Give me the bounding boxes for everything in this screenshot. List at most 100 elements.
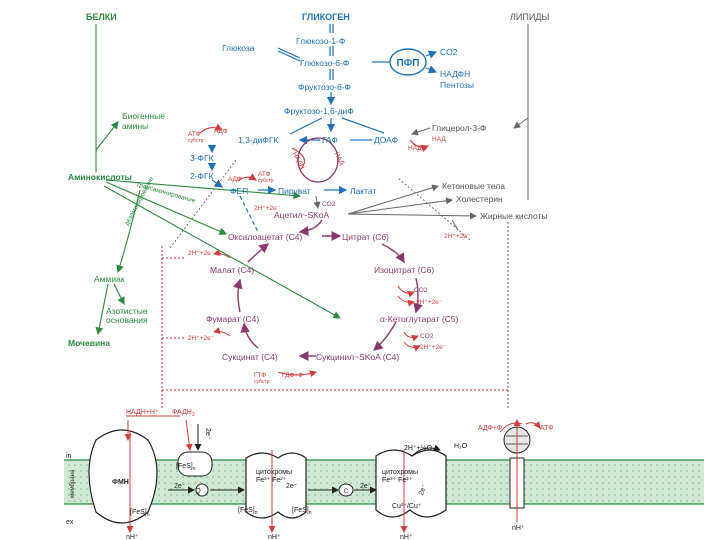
akg-label: α-Кетоглутарат (C5) xyxy=(380,314,459,324)
nad-cycle-ellipse xyxy=(297,137,339,183)
tca-labels: Ацетил~SKoA Оксалоацетат (C4) Цитрат (C6… xyxy=(206,210,459,362)
substr-label-1: субстр xyxy=(188,138,204,144)
glycerol3p-label: Глицерол-3-Ф xyxy=(432,123,486,133)
glycolysis-labels: Глюкозо-1-Ф Глюкоза Глюкозо-6-Ф Фруктозо… xyxy=(190,36,398,196)
atp-synthesis-label: АТФ xyxy=(540,425,554,432)
electron-flow xyxy=(124,415,541,533)
protein-connections xyxy=(95,24,341,336)
ppp-pentoses-label: Пентозы xyxy=(440,80,474,90)
nad-loop-label: НАД xyxy=(333,151,346,167)
cholesterol-label: Холестерин xyxy=(456,194,503,204)
h-out-label-1: nH⁺ xyxy=(126,534,139,540)
atp-label-1: АТФ xyxy=(188,131,201,138)
q-label: Q xyxy=(195,488,201,495)
e-label-5: 2e⁻ xyxy=(418,483,429,496)
pg2-label: 2-ФГК xyxy=(190,171,214,181)
nadh-h-label: НАДН+Н⁺ xyxy=(126,409,159,416)
h-isocitrate-label: 2H⁺+2e⁻ xyxy=(416,299,443,306)
co2-pdh-label: CO2 xyxy=(322,201,336,208)
pep-label: ФЕП xyxy=(230,186,248,196)
adp-label-2: АДФ xyxy=(228,176,242,183)
tca-side-reactions xyxy=(213,249,421,378)
co2-isocitrate-label: CO2 xyxy=(414,287,428,294)
e-label-1: 2e⁻ xyxy=(174,483,186,490)
lipids-header: ЛИПИДЫ xyxy=(510,12,549,22)
nitrogen-label-1: Азотистые xyxy=(106,306,148,316)
headers: БЕЛКИ ГЛИКОГЕН ЛИПИДЫ xyxy=(86,12,549,22)
fumarate-label: Фумарат (C4) xyxy=(206,314,259,324)
gap-label: ГАФ xyxy=(322,135,338,145)
ppp-ellipse xyxy=(389,48,427,76)
c-label: C xyxy=(344,489,349,495)
cytochrome-fe-label-1: Fe³⁺ Fe²⁺ xyxy=(256,477,287,484)
atp-label-2: АТФ xyxy=(258,171,271,178)
h-akg-label: 2H⁺+2e⁻ xyxy=(420,344,447,351)
h-pdh-label: 2H⁺+2e⁻ xyxy=(254,205,281,212)
ammonia-label: Аммиак xyxy=(94,274,125,284)
cofactor-labels: АТФ субстр АДФ АДФ АТФ субстр НАД НАДН Н… xyxy=(188,128,446,212)
fatty-acids-label: Жирные кислоты xyxy=(480,211,548,221)
biogenic-label-1: Биогенные xyxy=(122,111,165,121)
e-label-3: 2e⁻ xyxy=(360,483,372,490)
f6p-label: Фруктозо-6-Ф xyxy=(298,82,351,92)
copper-label: Cu²⁺/Cu⁺ xyxy=(392,503,422,510)
cytochrome-fe-label-2: Fe³⁺ Fe²⁺ xyxy=(382,477,413,484)
fes-label-1: [FeS]n xyxy=(176,463,196,472)
g6p-label: Глюкозо-6-Ф xyxy=(300,58,349,68)
proteins-header: БЕЛКИ xyxy=(86,12,117,22)
isocitrate-label: Изоцитрат (C6) xyxy=(374,265,434,275)
adp-p-label: АДФ+Ф xyxy=(478,425,502,432)
h-fa-label: 2H⁺+2e⁻ xyxy=(444,233,471,240)
fadh2-label: ФАДН2 xyxy=(172,409,195,418)
dhap-label: ДОАФ xyxy=(374,135,398,145)
ketones-label: Кетоновые тела xyxy=(442,181,505,191)
pg3-label: 3-ФГК xyxy=(190,153,214,163)
oxaloacetate-label: Оксалоацетат (C4) xyxy=(228,232,302,242)
h-malate-label: 2H⁺+2e⁻ xyxy=(188,250,215,257)
fes-label-4: [FeS]n xyxy=(292,507,312,516)
g1p-label: Глюкозо-1-Ф xyxy=(296,36,345,46)
ubiquinone-circle xyxy=(195,483,209,497)
biogenic-label-2: амины xyxy=(122,121,148,131)
gdp-label: ГДФ+Ф xyxy=(282,372,303,379)
tca-cofactor-labels: 2H⁺+2e⁻ CO2 2H⁺+2e⁻ CO2 2H⁺+2e⁻ 2H⁺+2e⁻ … xyxy=(188,250,447,385)
tca-cycle xyxy=(232,219,423,361)
mitochondrion-boundary xyxy=(161,220,509,410)
nadh-glycerol-label: НАДН xyxy=(408,145,427,152)
glucose-label: Глюкоза xyxy=(222,43,255,53)
nad-glycerol-label: НАД xyxy=(432,136,446,143)
complex-2 xyxy=(177,451,213,477)
cytochrome-c-ellipse xyxy=(338,483,354,497)
succinyl-coa-label: Сукцинил~SKoA (C4) xyxy=(316,352,399,362)
malate-label: Малат (C4) xyxy=(210,265,254,275)
complex-4 xyxy=(375,449,447,518)
lactate-label: Лактат xyxy=(350,186,376,196)
ppp-node: ПФП xyxy=(389,48,427,76)
ppp-co2-label: CO2 xyxy=(440,47,458,57)
amino-acids-label: Аминокислоты xyxy=(68,172,132,182)
substr-label-2: субстр xyxy=(258,178,274,184)
cytochrome-label-2: цитохромы xyxy=(382,469,418,476)
succinate-label: Сукцинат (C4) xyxy=(222,352,278,362)
bpg13-label: 1,3-диФГК xyxy=(238,135,278,145)
ppp-nadph-label: НАДФН xyxy=(440,69,470,79)
citrate-label: Цитрат (C6) xyxy=(342,232,389,242)
lipid-labels: Глицерол-3-Ф Кетоновые тела Холестерин Ж… xyxy=(432,123,548,240)
f16bp-label: Фруктозо-1,6-диФ xyxy=(284,106,354,116)
h-out-label-2: nH⁺ xyxy=(268,534,281,540)
complex-1 xyxy=(88,429,158,524)
fes-label-3: [FeS]n xyxy=(238,507,258,516)
water-label: H₂O xyxy=(454,443,468,450)
fes-label-2: [FeS]n xyxy=(130,509,150,518)
gtp-substr-label: субстр xyxy=(254,379,270,385)
cofactor-loops xyxy=(199,123,430,183)
pyruvate-label: Пируват xyxy=(278,186,311,196)
e-label-4: 2e⁻ xyxy=(204,428,211,440)
ppp-labels: CO2 НАДФН Пентозы xyxy=(440,47,474,90)
complex-3 xyxy=(245,452,307,519)
h-out-label-4: nH⁺ xyxy=(512,525,525,532)
inner-membrane xyxy=(64,426,704,524)
membrane-labels: in ex мембрана НАДН+Н⁺ ФАДН2 ФМН [FeS]n … xyxy=(66,409,554,540)
